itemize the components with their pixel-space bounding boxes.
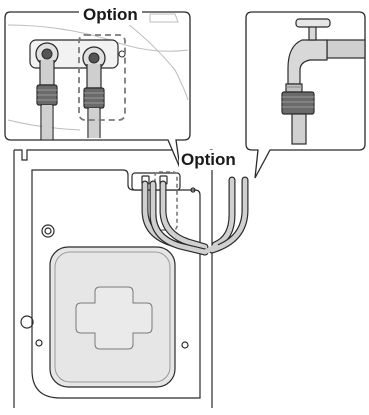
- water-tap-icon: [285, 18, 366, 93]
- inlet-hoses: [141, 176, 249, 256]
- callout-bubble-left: [4, 11, 191, 169]
- option-label-middle: Option: [179, 150, 238, 170]
- dashed-selection-callout: [78, 34, 126, 121]
- hose-connector-icon: [281, 91, 315, 145]
- cross-emboss: [75, 286, 153, 350]
- option-label-top: Option: [79, 5, 142, 25]
